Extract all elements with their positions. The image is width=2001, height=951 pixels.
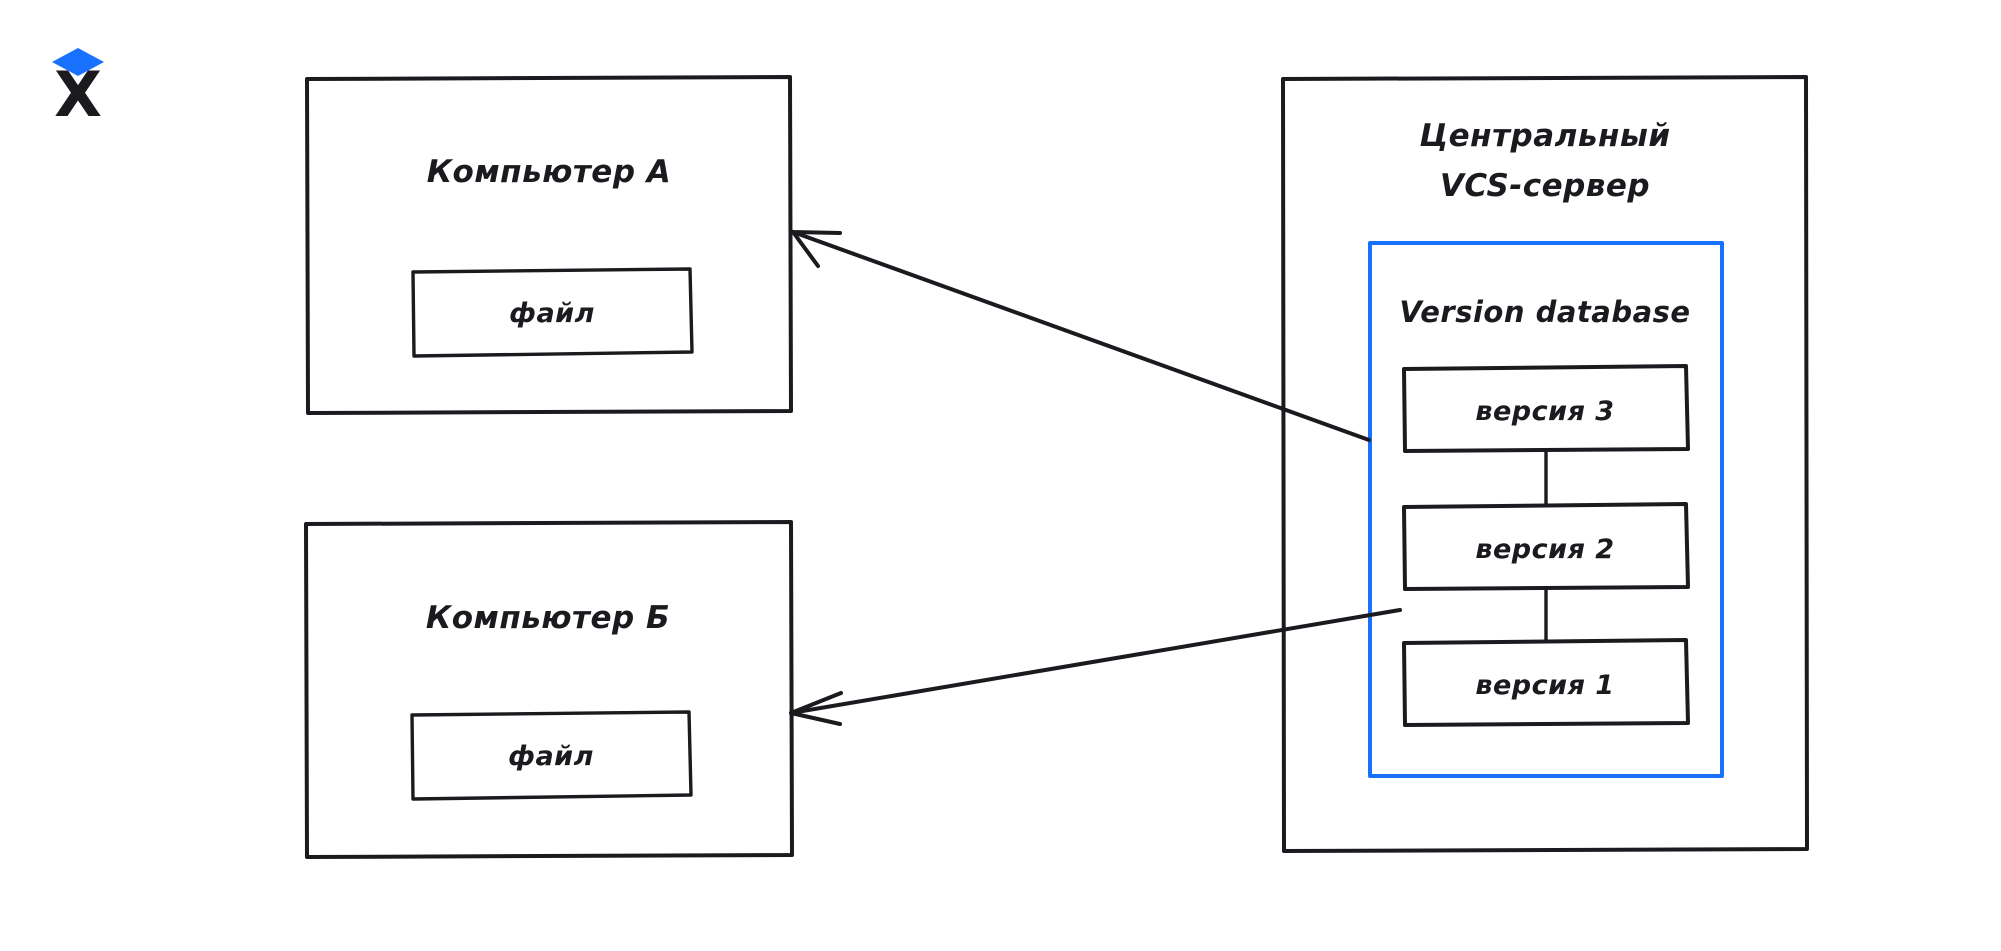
computer-b-file-label: файл — [508, 741, 594, 772]
excalidraw-logo: X — [52, 48, 104, 120]
version-3-box — [1402, 364, 1690, 453]
blue-diamond-icon — [52, 48, 104, 76]
version-2-label: версия 2 — [1475, 534, 1615, 565]
version-1-label: версия 1 — [1475, 670, 1615, 701]
server-title-line1: Центральный — [1419, 118, 1671, 154]
computer-a-title: Компьютер А — [426, 154, 672, 190]
version-3-label: версия 3 — [1475, 396, 1615, 427]
computer-b-file-box — [410, 710, 693, 801]
arrow-server-to-computer-b-head — [789, 691, 843, 726]
version-2-box — [1402, 502, 1690, 591]
version-1-box — [1402, 638, 1690, 727]
computer-b-title: Компьютер Б — [425, 600, 671, 636]
computer-b-box — [304, 520, 794, 859]
computer-a-file-label: файл — [509, 298, 595, 329]
server-title-line2: VCS-сервер — [1439, 168, 1651, 204]
arrow-server-to-computer-b — [789, 608, 1402, 715]
computer-a-file-box — [411, 267, 694, 358]
logo-x-glyph: X — [54, 58, 102, 120]
computer-a-box — [305, 75, 793, 415]
version-database-box — [1368, 241, 1724, 778]
arrow-server-to-computer-a-head — [791, 230, 842, 268]
version-database-title: Version database — [1399, 295, 1691, 329]
arrow-server-to-computer-a — [791, 230, 1371, 442]
server-box — [1281, 75, 1809, 853]
